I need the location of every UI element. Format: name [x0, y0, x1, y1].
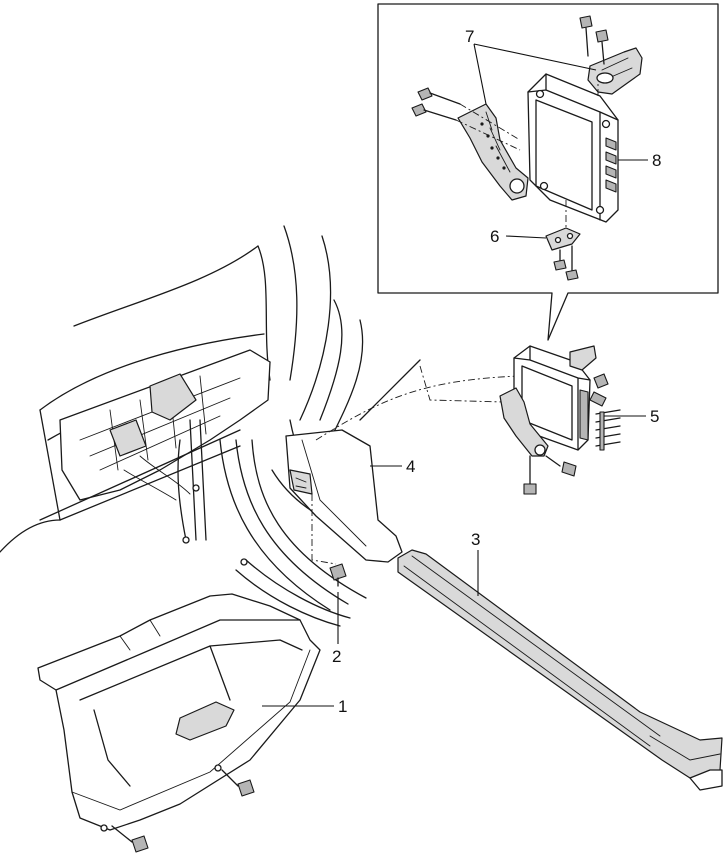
callout-2: 2 [332, 647, 341, 666]
callout-1: 1 [338, 697, 347, 716]
callout-6: 6 [490, 227, 499, 246]
inset-bracket-top [587, 47, 643, 95]
callout-7: 7 [465, 27, 474, 46]
part-kick-panel [285, 365, 521, 565]
leader-lines [262, 43, 648, 707]
callout-3: 3 [471, 530, 480, 549]
callout-4: 4 [406, 457, 415, 476]
callout-labels: 1 2 3 4 5 6 7 8 [332, 27, 661, 716]
callout-5: 5 [650, 407, 659, 426]
inset-bolts-left [411, 87, 521, 151]
inset-bolts-top [579, 15, 609, 65]
part-control-module-assembly [499, 345, 621, 495]
part-glove-box [37, 593, 321, 853]
dashboard-structure [39, 349, 271, 544]
part-clip [329, 563, 347, 587]
callout-8: 8 [652, 151, 661, 170]
inset-small-bracket [545, 227, 581, 281]
inset-control-module [527, 73, 619, 232]
part-scuff-plate [397, 549, 723, 791]
